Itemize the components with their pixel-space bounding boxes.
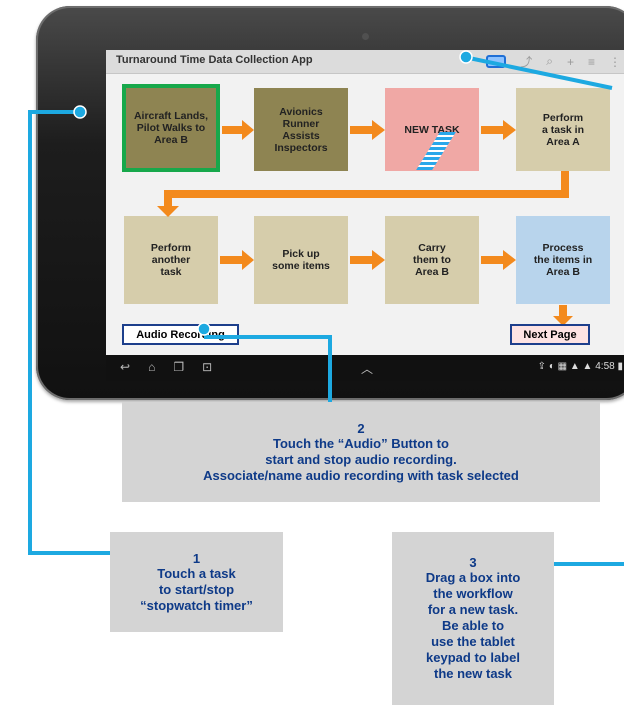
task-label-line: Area A (546, 135, 580, 148)
chevron-up-icon[interactable]: ︿ (361, 362, 374, 376)
app-action-bar: Turnaround Time Data Collection App ⤴ ⌕ … (106, 50, 624, 74)
arrow-right (481, 250, 516, 270)
callout-line: Be able to (441, 618, 505, 633)
callout-line: for a new task. (427, 602, 519, 617)
menu-icon[interactable]: ≡ (587, 54, 595, 69)
tablet-screen: Turnaround Time Data Collection App ⤴ ⌕ … (106, 50, 624, 381)
recent-apps-icon[interactable]: ❐ (173, 360, 185, 374)
callout-line: keypad to label (426, 650, 520, 665)
task-label-line: them to (413, 254, 451, 266)
connector-arrow (157, 171, 569, 217)
front-camera (362, 33, 369, 40)
search-icon[interactable]: ⌕ (546, 54, 553, 68)
callout-line: Touch the “Audio” Button to (273, 435, 449, 451)
screenshot-icon[interactable]: ⊡ (202, 360, 213, 374)
callout-number: 2 (357, 420, 365, 436)
callout-line: the new task (433, 666, 513, 681)
back-icon[interactable]: ↩ (120, 360, 131, 374)
system-nav-bar: ↩ ⌂ ❐ ⊡ ︿ ⇪ ◐ ▦ ▲ ▲ 4:58 ▮ (106, 355, 624, 381)
task-label-line: Aircraft Lands, (133, 110, 209, 122)
task-label-line: Avionics (279, 105, 323, 118)
add-icon[interactable]: + (566, 54, 574, 69)
task-label-line: another (151, 254, 191, 266)
task-label-line: Carry (418, 242, 446, 254)
callout-number: 1 (192, 550, 201, 566)
callout-line: Drag a box into (425, 570, 521, 585)
callout-text: Touch a task to start/stop “stopwatch ti… (140, 566, 253, 614)
line-callout-2 (204, 335, 332, 402)
callout-line: the workflow (433, 586, 513, 601)
app-title: Turnaround Time Data Collection App (116, 54, 313, 66)
callout-line: start and stop audio recording. (265, 451, 457, 467)
task-label-line: Process (542, 242, 584, 254)
task-label-line: a task in (541, 123, 585, 136)
callout-text: Drag a box into the workflow for a new t… (426, 570, 521, 682)
callout-1: 1 Touch a task to start/stop “stopwatch … (110, 532, 283, 632)
callout-line: use the tablet (431, 634, 515, 649)
workflow-arrows (157, 120, 573, 326)
task-label-line: Perform (150, 242, 192, 254)
arrow-down (553, 305, 573, 326)
pointer-dot (197, 322, 211, 336)
callout-3: 3 Drag a box into the workflow for a new… (392, 532, 554, 705)
task-label-line: Area B (415, 266, 449, 278)
arrow-right (222, 120, 254, 140)
status-icons: ⇪ ◐ ▦ ▲ ▲ (537, 361, 596, 372)
callout-number: 3 (469, 555, 477, 570)
callout-line: Touch a task (157, 565, 236, 581)
task-label-line: task (160, 266, 182, 278)
pointer-dot (73, 105, 87, 119)
task-label-line: Pick up (282, 248, 320, 260)
arrow-right (220, 250, 254, 270)
task-label-line: Pilot Walks to (136, 122, 206, 134)
task-label-line: Assists (282, 129, 320, 142)
task-label-line: Runner (282, 117, 320, 130)
task-label-line: Area B (154, 134, 188, 146)
battery-icon: ▮ (617, 361, 623, 372)
share-icon[interactable]: ⤴ (520, 55, 533, 69)
task-label-line: some items (272, 260, 330, 272)
line-callout-1 (28, 110, 110, 555)
overflow-icon[interactable]: ⋮ (609, 54, 621, 69)
line-callout-3 (468, 56, 613, 90)
task-label-line: the items in (533, 254, 593, 266)
arrow-right (350, 120, 385, 140)
callout-line: “stopwatch timer” (140, 597, 253, 613)
task-label-line: Perform (542, 111, 584, 124)
pointer-dot (459, 50, 473, 64)
callout-line: to start/stop (158, 581, 235, 597)
next-page-button[interactable]: Next Page (510, 324, 590, 345)
home-icon[interactable]: ⌂ (148, 360, 156, 374)
task-label-line: Inspectors (274, 141, 328, 154)
arrow-right (350, 250, 385, 270)
callout-line: Associate/name audio recording with task… (203, 467, 519, 483)
status-time: 4:58 (595, 361, 615, 372)
callout-text: Touch the “Audio” Button to start and st… (203, 436, 519, 484)
status-area: ⇪ ◐ ▦ ▲ ▲ 4:58 ▮ (538, 361, 623, 372)
task-label-line: Area B (546, 266, 580, 278)
callout-2: 2 Touch the “Audio” Button to start and … (122, 402, 600, 502)
arrow-right (481, 120, 516, 140)
nav-buttons: ↩ ⌂ ❐ ⊡ (120, 360, 212, 374)
